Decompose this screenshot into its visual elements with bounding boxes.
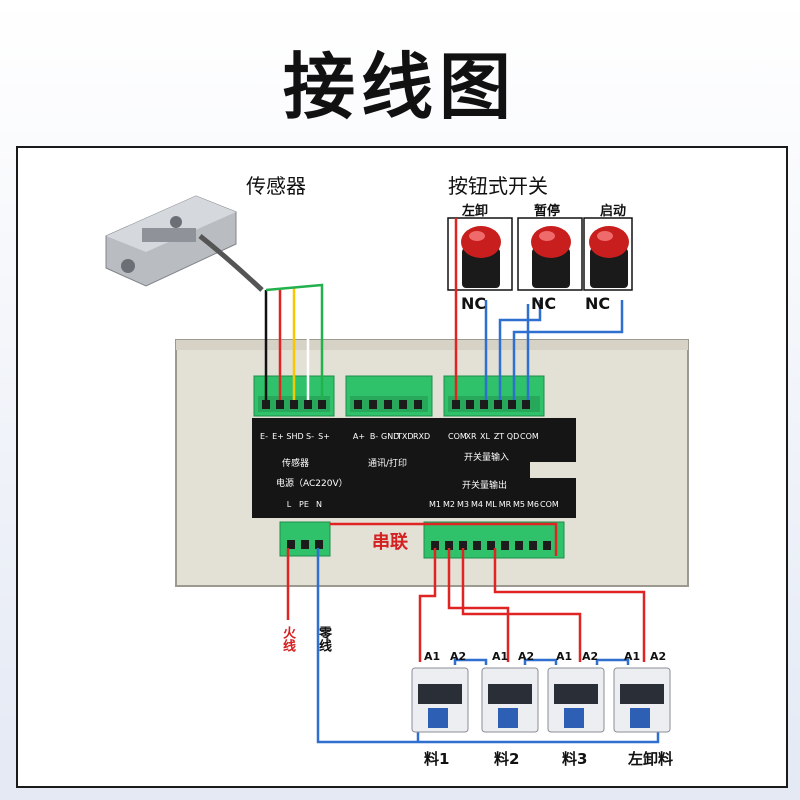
c4-a1: A1 xyxy=(624,650,641,663)
term-comm-a: A+ xyxy=(352,432,366,441)
comm-terminal-block xyxy=(345,375,433,417)
term-in-zt: ZT xyxy=(493,432,505,441)
term-power-l: L xyxy=(286,500,292,509)
term-out-m2: M2 xyxy=(443,500,455,509)
contactor-blue-links xyxy=(416,658,630,742)
button-label-2: 暂停 xyxy=(534,204,561,219)
contactor-label-4: 左卸料 xyxy=(628,750,674,768)
button-nc-2: NC xyxy=(531,294,557,313)
term-sensor-e-minus: E- xyxy=(260,432,268,441)
contactor-label-2: 料2 xyxy=(494,750,520,768)
plate-label-comm: 通讯/打印 xyxy=(368,459,408,469)
term-comm-rxd: RXD xyxy=(413,432,431,441)
term-out-m4: M4 xyxy=(471,500,483,509)
plate-label-outputs: 开关量输出 xyxy=(462,481,508,491)
contactor-label-3: 料3 xyxy=(562,750,588,768)
term-sensor-e-plus: E+ xyxy=(272,432,284,441)
series-label: 串联 xyxy=(372,532,408,553)
button-switch-1 xyxy=(447,217,513,291)
button-nc-3: NC xyxy=(585,294,611,313)
term-in-qd: QD xyxy=(506,432,520,441)
term-power-pe: PE xyxy=(299,500,309,509)
term-in-xl: XL xyxy=(480,432,490,441)
button-label-1: 左卸 xyxy=(462,204,489,219)
contactor-4 xyxy=(613,667,671,733)
term-comm-b: B- xyxy=(369,432,379,441)
load-cell-sensor xyxy=(105,195,264,292)
live-wire-label: 火线 xyxy=(280,626,295,652)
contactor-1 xyxy=(411,667,469,733)
sensor-heading: 传感器 xyxy=(246,174,306,198)
term-sensor-s-plus: S+ xyxy=(318,432,330,441)
term-out-m3: M3 xyxy=(457,500,469,509)
c2-a1: A1 xyxy=(492,650,509,663)
c3-a1: A1 xyxy=(556,650,573,663)
page-title: 接线图 xyxy=(282,45,517,129)
term-out-mr: MR xyxy=(498,500,512,509)
term-in-xr: XR xyxy=(465,432,477,441)
plate-label-power: 电源（AC220V） xyxy=(276,479,348,489)
term-out-m5: M5 xyxy=(513,500,525,509)
term-comm-gnd: GND xyxy=(381,432,400,441)
term-in-com1: COM xyxy=(448,432,467,441)
term-out-m6: M6 xyxy=(527,500,539,509)
contactor-3 xyxy=(547,667,605,733)
term-sensor-s-minus: S- xyxy=(306,432,314,441)
term-in-com2: COM xyxy=(520,432,539,441)
term-out-com: COM xyxy=(540,500,559,509)
term-out-m1: M1 xyxy=(429,500,441,509)
term-sensor-shd: SHD xyxy=(286,432,304,441)
switch-heading: 按钮式开关 xyxy=(448,174,548,198)
button-switch-2 xyxy=(517,217,583,291)
term-comm-txd: TXD xyxy=(397,432,414,441)
neutral-wire-label: 零线 xyxy=(316,626,331,652)
button-label-3: 启动 xyxy=(600,204,627,219)
c4-a2: A2 xyxy=(650,650,667,663)
contactor-2 xyxy=(481,667,539,733)
c1-a2: A2 xyxy=(450,650,467,663)
plate-label-inputs: 开关量输入 xyxy=(464,453,510,463)
sensor-wires xyxy=(264,283,324,400)
output-wires xyxy=(418,548,646,662)
button-nc-1: NC xyxy=(461,294,487,313)
button-switch-3 xyxy=(583,217,633,291)
contactor-label-1: 料1 xyxy=(424,750,450,768)
term-out-ml: ML xyxy=(485,500,497,509)
series-wire xyxy=(330,522,558,556)
term-power-n: N xyxy=(316,500,322,509)
plate-label-sensor: 传感器 xyxy=(282,459,310,469)
c3-a2: A2 xyxy=(582,650,599,663)
c1-a1: A1 xyxy=(424,650,441,663)
c2-a2: A2 xyxy=(518,650,535,663)
button-wires xyxy=(454,218,624,400)
